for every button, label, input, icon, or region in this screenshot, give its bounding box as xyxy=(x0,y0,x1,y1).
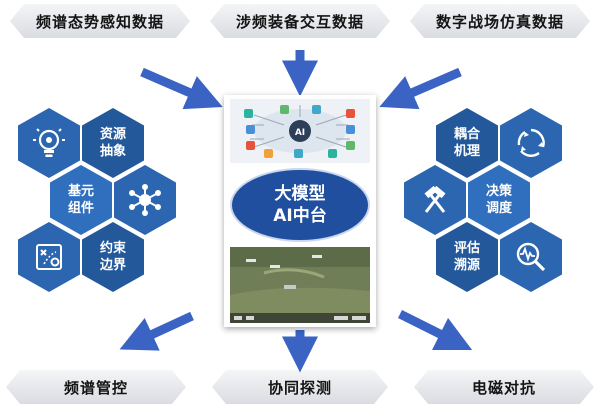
hex-network xyxy=(114,165,176,235)
app-icons-cluster xyxy=(244,105,355,158)
arrow-bottom-right xyxy=(397,309,473,351)
center-panel-art: AI xyxy=(230,99,370,323)
ai-core-ellipse: 大模型 AI中台 xyxy=(232,170,368,240)
arrow-bottom-left xyxy=(119,311,194,351)
core-title-line1: 大模型 xyxy=(274,184,326,204)
bottom-tag-spectrum-control: 频谱管控 xyxy=(6,370,186,404)
ai-brain-icon xyxy=(289,120,311,142)
arrow-top-left xyxy=(140,67,223,110)
top-tag-spectrum-data: 频谱态势感知数据 xyxy=(10,4,190,38)
lightbulb-gear-icon xyxy=(33,128,65,157)
waveform-search-icon xyxy=(516,242,546,272)
hex-coupling-mechanism: 耦合 机理 xyxy=(436,108,498,178)
hammer-tools-icon xyxy=(424,185,446,213)
bottom-tag-coop-detection: 协同探测 xyxy=(212,370,388,404)
bottom-tag-em-countermeasure: 电磁对抗 xyxy=(414,370,594,404)
cycle-arrows-icon xyxy=(517,128,545,157)
ai-chip-label: AI xyxy=(295,128,305,138)
tactics-board-icon xyxy=(36,244,62,270)
core-title-line2: AI中台 xyxy=(273,206,327,226)
network-nodes-icon xyxy=(129,184,161,216)
drone-marks xyxy=(246,255,322,289)
top-tag-simulation-data: 数字战场仿真数据 xyxy=(410,4,590,38)
hex-primitive-component: 基元 组件 xyxy=(50,165,112,235)
top-tag-equipment-data: 涉频装备交互数据 xyxy=(210,4,390,38)
arrow-top-right xyxy=(379,67,462,110)
hex-tools xyxy=(404,165,466,235)
